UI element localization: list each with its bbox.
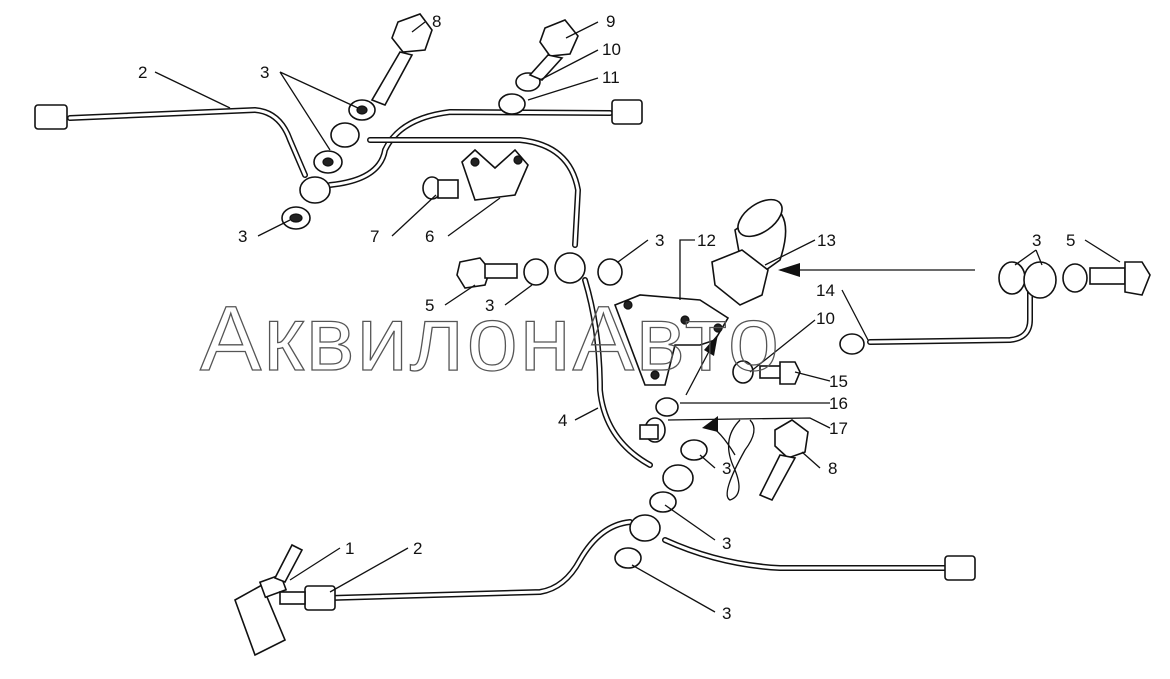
callout-16: 16 [829,394,848,413]
arrow-head [702,416,718,432]
arrow-head [778,263,800,277]
callout-14: 14 [816,281,835,300]
bolt-8-top [370,13,433,106]
callout-3: 3 [722,459,731,478]
callout-17: 17 [829,419,848,438]
bolt-15 [759,361,801,385]
callout-4: 4 [558,411,567,430]
bolt-5-right [1089,261,1151,296]
union-nut [944,555,976,581]
callout-5: 5 [1066,231,1075,250]
callout-10: 10 [602,40,621,59]
bolt-8-lower [758,419,809,502]
callout-8: 8 [828,459,837,478]
union-nut [304,585,336,611]
callout-12: 12 [697,231,716,250]
bracket-12 [613,294,730,386]
callout-13: 13 [817,231,836,250]
callout-3: 3 [238,227,247,246]
callout-11: 11 [602,68,620,87]
bolt-5-left [456,257,518,289]
tube-upper-left [67,106,308,178]
tube-4 [582,277,653,468]
callout-7: 7 [370,227,379,246]
fitting-17 [639,417,666,443]
callout-3: 3 [485,296,494,315]
washers [281,72,1088,569]
callout-1: 1 [345,539,354,558]
callout-8: 8 [432,12,441,31]
callout-9: 9 [606,12,615,31]
callout-2: 2 [138,63,147,82]
callout-2: 2 [413,539,422,558]
callout-15: 15 [829,372,848,391]
tube-14 [867,287,1033,345]
bolt-7 [422,176,459,200]
callout-3: 3 [722,534,731,553]
callout-6: 6 [425,227,434,246]
arrow-head [704,334,718,356]
callout-5: 5 [425,296,434,315]
union-nut [34,104,68,130]
bolt-9 [528,19,579,81]
clip-wire [726,419,755,501]
union-nut [611,99,643,125]
tube-lower [327,519,953,601]
callout-3: 3 [722,604,731,623]
callout-labels: 8 9 10 11 2 3 3 7 6 3 12 13 3 5 5 3 14 1… [138,12,1075,623]
callout-3: 3 [1032,231,1041,250]
leader-lines [154,21,1121,613]
callout-3: 3 [655,231,664,250]
filter-13 [711,198,787,306]
callout-3: 3 [260,63,269,82]
tube-upper-cross [327,108,613,248]
bracket-6 [461,148,529,201]
sensor-1 [234,543,306,657]
watermark: АквилонАвто [200,288,781,390]
callout-10: 10 [816,309,835,328]
